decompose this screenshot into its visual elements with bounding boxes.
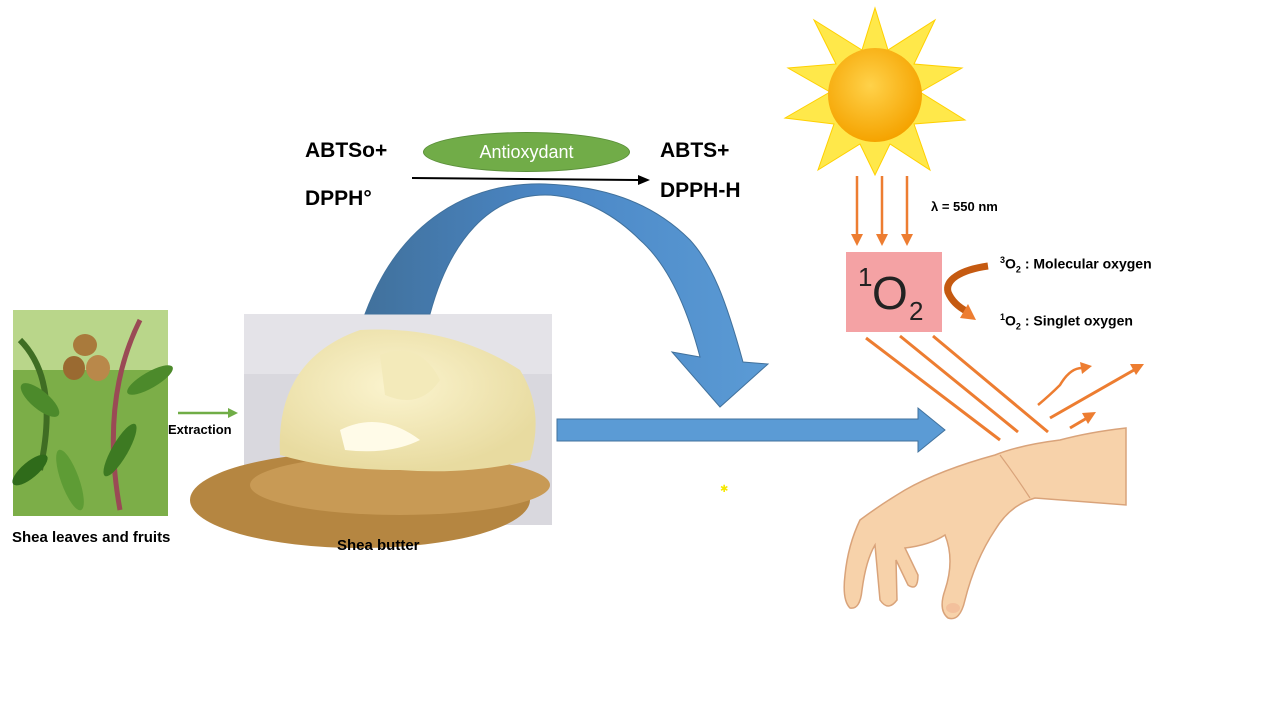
triplet-sup: 3: [1000, 255, 1006, 265]
o2-box-subscript: 2: [909, 296, 924, 326]
oxygen-conversion-arrow: [944, 262, 989, 320]
product-abts: ABTS+: [660, 139, 730, 162]
singlet-oxygen-label: 1O2 : Singlet oxygen: [1000, 312, 1133, 331]
singlet-sup: 1: [1000, 312, 1006, 322]
singlet-symbol: O: [1005, 312, 1016, 329]
skin-rays: [865, 334, 1049, 442]
butter-caption: Shea butter: [337, 537, 420, 554]
reactant-abts: ABTSo+: [305, 139, 388, 162]
svg-text:✱: ✱: [720, 484, 728, 495]
extraction-label: Extraction: [168, 422, 232, 437]
triplet-oxygen-label: 3O2 : Molecular oxygen: [1000, 255, 1152, 274]
reflected-arrows: [1037, 362, 1144, 430]
plant-caption: Shea leaves and fruits: [12, 529, 171, 546]
triplet-symbol: O: [1005, 255, 1016, 272]
triplet-sub: 2: [1015, 264, 1021, 275]
light-arrows: [851, 176, 913, 246]
o2-box-symbol: O: [872, 267, 908, 319]
hand-illustration: [843, 427, 1127, 620]
curved-blue-arrow: [364, 183, 770, 408]
triplet-text: : Molecular oxygen: [1024, 255, 1152, 272]
shea-butter-image: [190, 314, 552, 548]
singlet-text: : Singlet oxygen: [1024, 312, 1133, 329]
sparkle-icon: ✱: [720, 484, 728, 495]
singlet-sub: 2: [1015, 321, 1021, 332]
extraction-arrow: [178, 408, 238, 418]
reactant-dpph: DPPH°: [305, 187, 372, 210]
reaction-arrow: [411, 175, 650, 185]
antioxidant-pill: Antioxydant: [423, 132, 630, 172]
straight-blue-arrow: [556, 406, 946, 454]
sun-icon: [783, 6, 967, 177]
shea-plant-image: [12, 310, 173, 516]
singlet-oxygen-box: 1 O 2: [846, 252, 942, 332]
product-dpph: DPPH-H: [660, 179, 741, 202]
o2-box-superscript: 1: [858, 262, 873, 292]
wavelength-label: λ = 550 nm: [931, 199, 998, 214]
